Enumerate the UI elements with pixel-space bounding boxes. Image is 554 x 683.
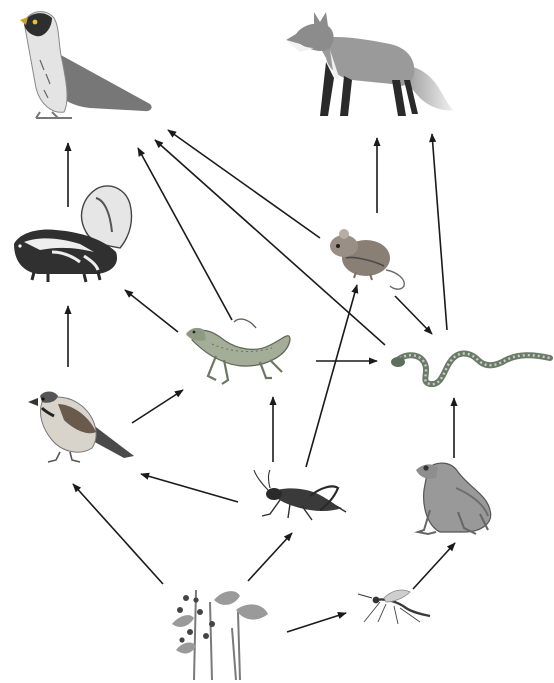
- snake-icon: [391, 354, 550, 385]
- arrow-plant-to-mosquito: [287, 613, 346, 632]
- arrow-cricket-to-mouse: [306, 285, 357, 467]
- frog-icon: [416, 463, 491, 534]
- plant-icon: [172, 590, 268, 680]
- arrow-lizard-to-falcon: [138, 148, 232, 320]
- mosquito-icon: [358, 590, 430, 624]
- mouse-icon: [330, 229, 404, 289]
- lizard-icon: [186, 319, 290, 384]
- falcon-icon: [20, 12, 152, 118]
- arrow-sparrow-to-lizard: [132, 390, 183, 423]
- fox-icon: [286, 12, 454, 116]
- sparrow-icon: [28, 392, 134, 463]
- arrow-snake-to-fox: [432, 134, 447, 330]
- arrow-mosquito-to-frog: [413, 543, 455, 589]
- arrow-plant-to-cricket: [248, 533, 292, 581]
- arrow-lizard-to-skunk: [125, 290, 178, 332]
- arrow-plant-to-sparrow: [73, 484, 163, 584]
- arrow-mouse-to-snake: [395, 296, 432, 334]
- skunk-icon: [14, 186, 132, 282]
- arrow-mouse-to-falcon: [168, 130, 320, 238]
- arrow-cricket-to-sparrow: [141, 474, 238, 502]
- cricket-icon: [254, 470, 346, 520]
